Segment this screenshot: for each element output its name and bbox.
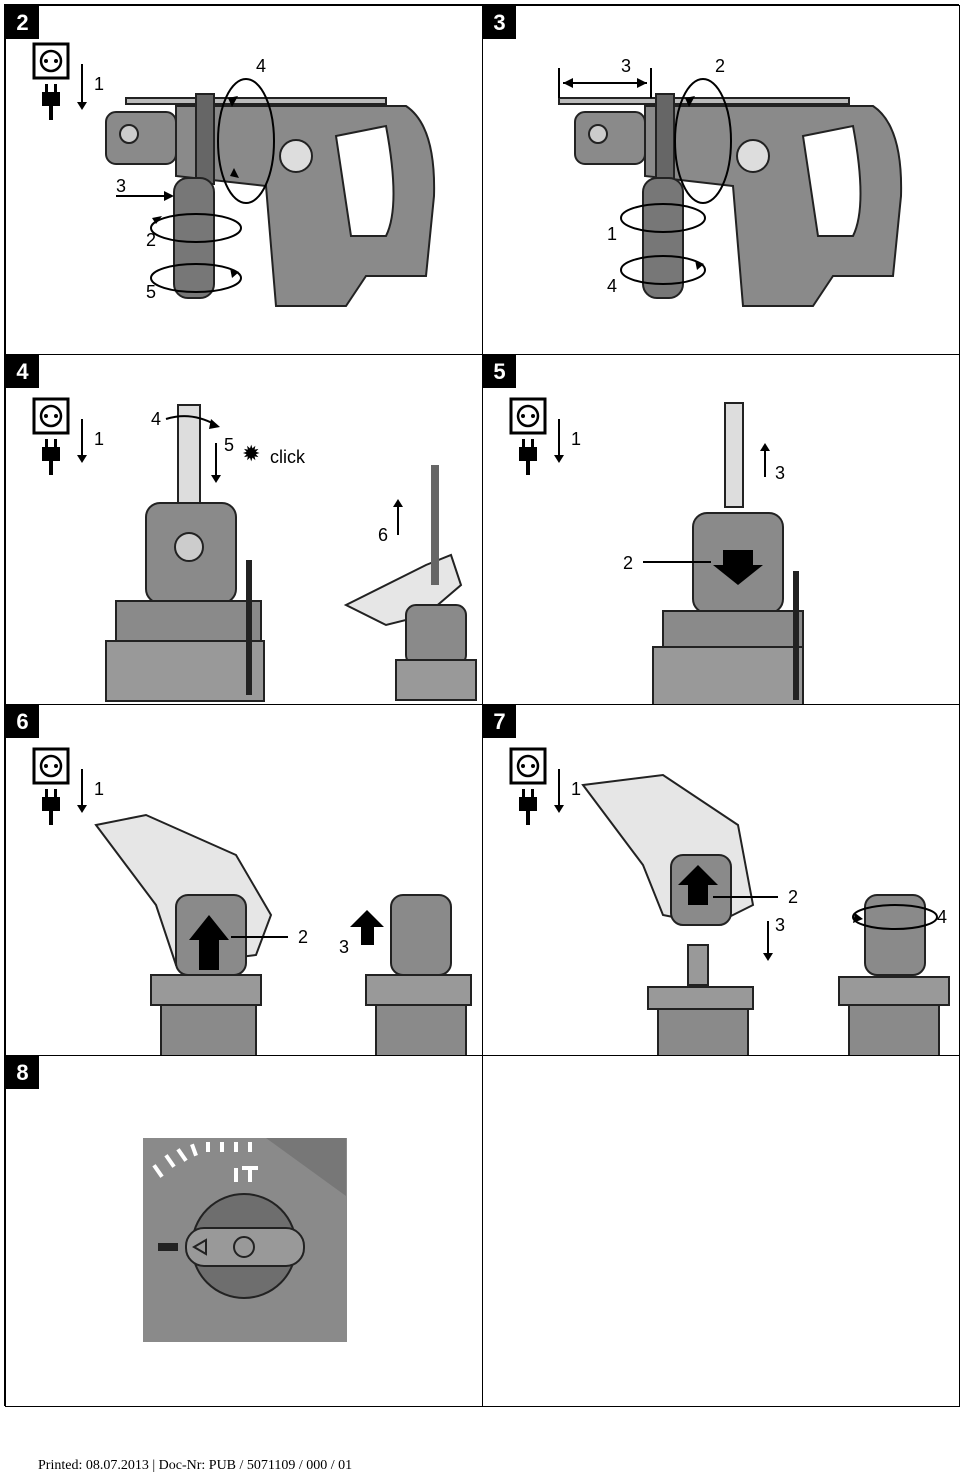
panel-2: 1 4 3 2 5 2: [5, 5, 483, 355]
hammer-drill: [558, 93, 903, 307]
callout-4: 4: [256, 56, 266, 76]
panel-number: 8: [6, 1056, 39, 1089]
panel-number: 7: [483, 705, 516, 738]
print-footer: Printed: 08.07.2013 | Doc-Nr: PUB / 5071…: [38, 1458, 353, 1473]
callout-5: 5: [146, 282, 156, 302]
callout-2: 2: [715, 56, 725, 76]
chuck: [365, 894, 472, 1055]
plug-icon: [509, 747, 547, 825]
dial-grip: [185, 1227, 305, 1267]
chuck: [838, 894, 950, 1055]
panel-number: 4: [6, 355, 39, 388]
callout-3: 3: [775, 915, 785, 935]
panel-number: 2: [6, 6, 39, 39]
panel-number: 6: [6, 705, 39, 738]
callout-4: 4: [151, 409, 161, 429]
panel-number: 5: [483, 355, 516, 388]
callout-1: 1: [607, 224, 617, 244]
callout-2: 2: [788, 887, 798, 907]
panel-4-illustration: ✹ click 1 4 5 6: [32, 397, 477, 702]
hammer-drill: [105, 93, 436, 307]
callout-1: 1: [571, 429, 581, 449]
callout-4: 4: [937, 907, 947, 927]
callout-1: 1: [94, 779, 104, 799]
callout-3: 3: [116, 176, 126, 196]
drill-bit-icon: [158, 1243, 178, 1251]
panel-6-illustration: 2 3 1: [32, 747, 472, 1055]
callout-1: 1: [94, 429, 104, 449]
panel-7-illustration: 1 2 3 4: [509, 747, 950, 1055]
panel-3-illustration: 3 2 1 4: [558, 56, 903, 307]
panel-5: 1 3 2 5: [482, 354, 960, 705]
callout-3: 3: [775, 463, 785, 483]
panel-6: 2 3 1 6: [5, 704, 483, 1056]
callout-1: 1: [94, 74, 104, 94]
callout-2: 2: [298, 927, 308, 947]
chuck: [652, 512, 804, 704]
panel-7: 1 2 3 4 7: [482, 704, 960, 1056]
pointer-icon: [192, 1238, 207, 1256]
panel-5-illustration: 1 3 2: [509, 397, 804, 704]
callout-2: 2: [623, 553, 633, 573]
plug-icon: [32, 42, 70, 120]
panel-8: 8: [5, 1055, 483, 1407]
callout-4: 4: [607, 276, 617, 296]
plug-icon: [32, 747, 70, 825]
panel-2-illustration: 1 4 3 2 5: [32, 42, 436, 307]
figure-grid: 1 4 3 2 5 2: [4, 4, 960, 1407]
gloved-hand: [94, 813, 273, 976]
panel-empty: [482, 1055, 960, 1407]
plug-icon: [32, 397, 70, 475]
callout-3: 3: [339, 937, 349, 957]
callout-6: 6: [378, 525, 388, 545]
hammer-icon: [234, 1166, 258, 1182]
burst-icon: ✹: [242, 441, 260, 466]
click-label: click: [270, 447, 306, 467]
callout-1: 1: [571, 779, 581, 799]
panel-number: 3: [483, 6, 516, 39]
callout-3: 3: [621, 56, 631, 76]
panel-4: ✹ click 1 4 5 6 4: [5, 354, 483, 705]
panel-3: 3 2 1 4 3: [482, 5, 960, 355]
panel-8-illustration: [143, 1138, 347, 1342]
gloved-hand: [581, 773, 755, 927]
callout-2: 2: [146, 230, 156, 250]
gloved-hand: [343, 465, 477, 701]
plug-icon: [509, 397, 547, 475]
callout-5: 5: [224, 435, 234, 455]
